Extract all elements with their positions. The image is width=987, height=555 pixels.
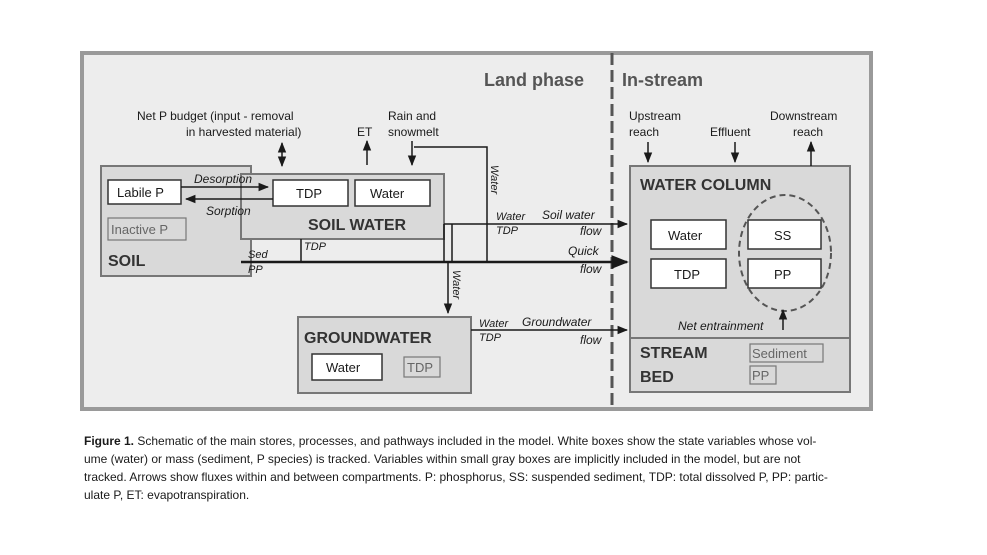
bed-pp-label: PP — [752, 368, 769, 383]
water-column-title: WATER COLUMN — [640, 177, 771, 194]
soil-flow-label-2: flow — [580, 224, 603, 238]
labile-p-box — [107, 179, 182, 205]
wc-ss-box — [747, 219, 822, 250]
gw-flow-label: Groundwater — [522, 315, 592, 329]
soil-water-title: SOIL WATER — [308, 217, 407, 234]
downstream-label-2: reach — [793, 125, 823, 139]
stream-bed-title-2: BED — [640, 369, 674, 386]
snowmelt-label: snowmelt — [388, 125, 439, 139]
sorption-label: Sorption — [206, 204, 251, 218]
wc-water-box — [650, 219, 727, 250]
caption-line-2: ume (water) or mass (sediment, P species… — [84, 452, 801, 466]
land-phase-header: Land phase — [484, 70, 584, 90]
stream-bed-title: STREAM — [640, 345, 708, 362]
rain-label: Rain and — [388, 109, 436, 123]
caption-line-3: tracked. Arrows show fluxes within and b… — [84, 470, 828, 484]
et-label: ET — [357, 125, 373, 139]
net-p-budget-label: Net P budget (input - removal — [137, 109, 294, 123]
groundwater-tdp-box — [403, 356, 441, 378]
gw-flow-label-2: flow — [580, 333, 603, 347]
quick-flow-label: Quick — [568, 244, 600, 258]
groundwater-tdp-label: TDP — [407, 360, 433, 375]
quick-flow-label-2: flow — [580, 262, 603, 276]
net-p-budget-label-2: in harvested material) — [186, 125, 301, 139]
sediment-label: Sediment — [752, 346, 807, 361]
labile-p-label: Labile P — [117, 185, 164, 200]
soil-title: SOIL — [108, 253, 146, 270]
wc-tdp-label: TDP — [674, 267, 700, 282]
sediment-box — [749, 343, 824, 363]
desorption-label: Desorption — [194, 172, 252, 186]
soil-water-water-box — [354, 179, 431, 207]
inactive-p-box — [107, 217, 187, 241]
wc-water-label: Water — [668, 228, 703, 243]
upstream-label-2: reach — [629, 125, 659, 139]
instream-header: In-stream — [622, 70, 703, 90]
quick-tdp-label: TDP — [304, 241, 327, 253]
wc-tdp-box — [650, 258, 727, 289]
net-entrainment-label: Net entrainment — [678, 319, 764, 333]
caption-line-1: Figure 1. Schematic of the main stores, … — [84, 432, 904, 450]
water-vertical-label-gw: Water — [450, 270, 462, 300]
soil-flow-water-label: Water — [496, 211, 526, 223]
caption-label: Figure 1. — [84, 434, 135, 448]
effluent-label: Effluent — [710, 125, 751, 139]
quick-pp-label: PP — [248, 264, 263, 276]
gw-flow-tdp-label: TDP — [479, 332, 502, 344]
caption-line-4: ulate P, ET: evapotranspiration. — [84, 488, 250, 502]
figure-caption: Figure 1. Schematic of the main stores, … — [84, 432, 904, 504]
soil-flow-label: Soil water — [542, 208, 596, 222]
groundwater-water-label: Water — [326, 360, 361, 375]
wc-pp-box — [747, 258, 822, 289]
soil-water-water-label: Water — [370, 186, 405, 201]
soil-water-tdp-box — [272, 179, 349, 207]
soil-water-tdp-label: TDP — [296, 186, 322, 201]
caption-text-1: Schematic of the main stores, processes,… — [137, 434, 817, 448]
downstream-label: Downstream — [770, 109, 837, 123]
model-schematic: Land phase In-stream Net P budget (input… — [80, 51, 873, 411]
groundwater-title: GROUNDWATER — [304, 330, 432, 347]
inactive-p-label: Inactive P — [111, 222, 168, 237]
wc-pp-label: PP — [774, 267, 791, 282]
soil-flow-tdp-label: TDP — [496, 225, 519, 237]
groundwater-water-box — [311, 353, 383, 381]
upstream-label: Upstream — [629, 109, 681, 123]
gw-flow-water-label: Water — [479, 318, 509, 330]
bed-pp-box — [749, 365, 777, 385]
quick-sed-label: Sed — [248, 249, 268, 261]
wc-ss-label: SS — [774, 228, 792, 243]
water-vertical-label-top: Water — [488, 165, 500, 195]
